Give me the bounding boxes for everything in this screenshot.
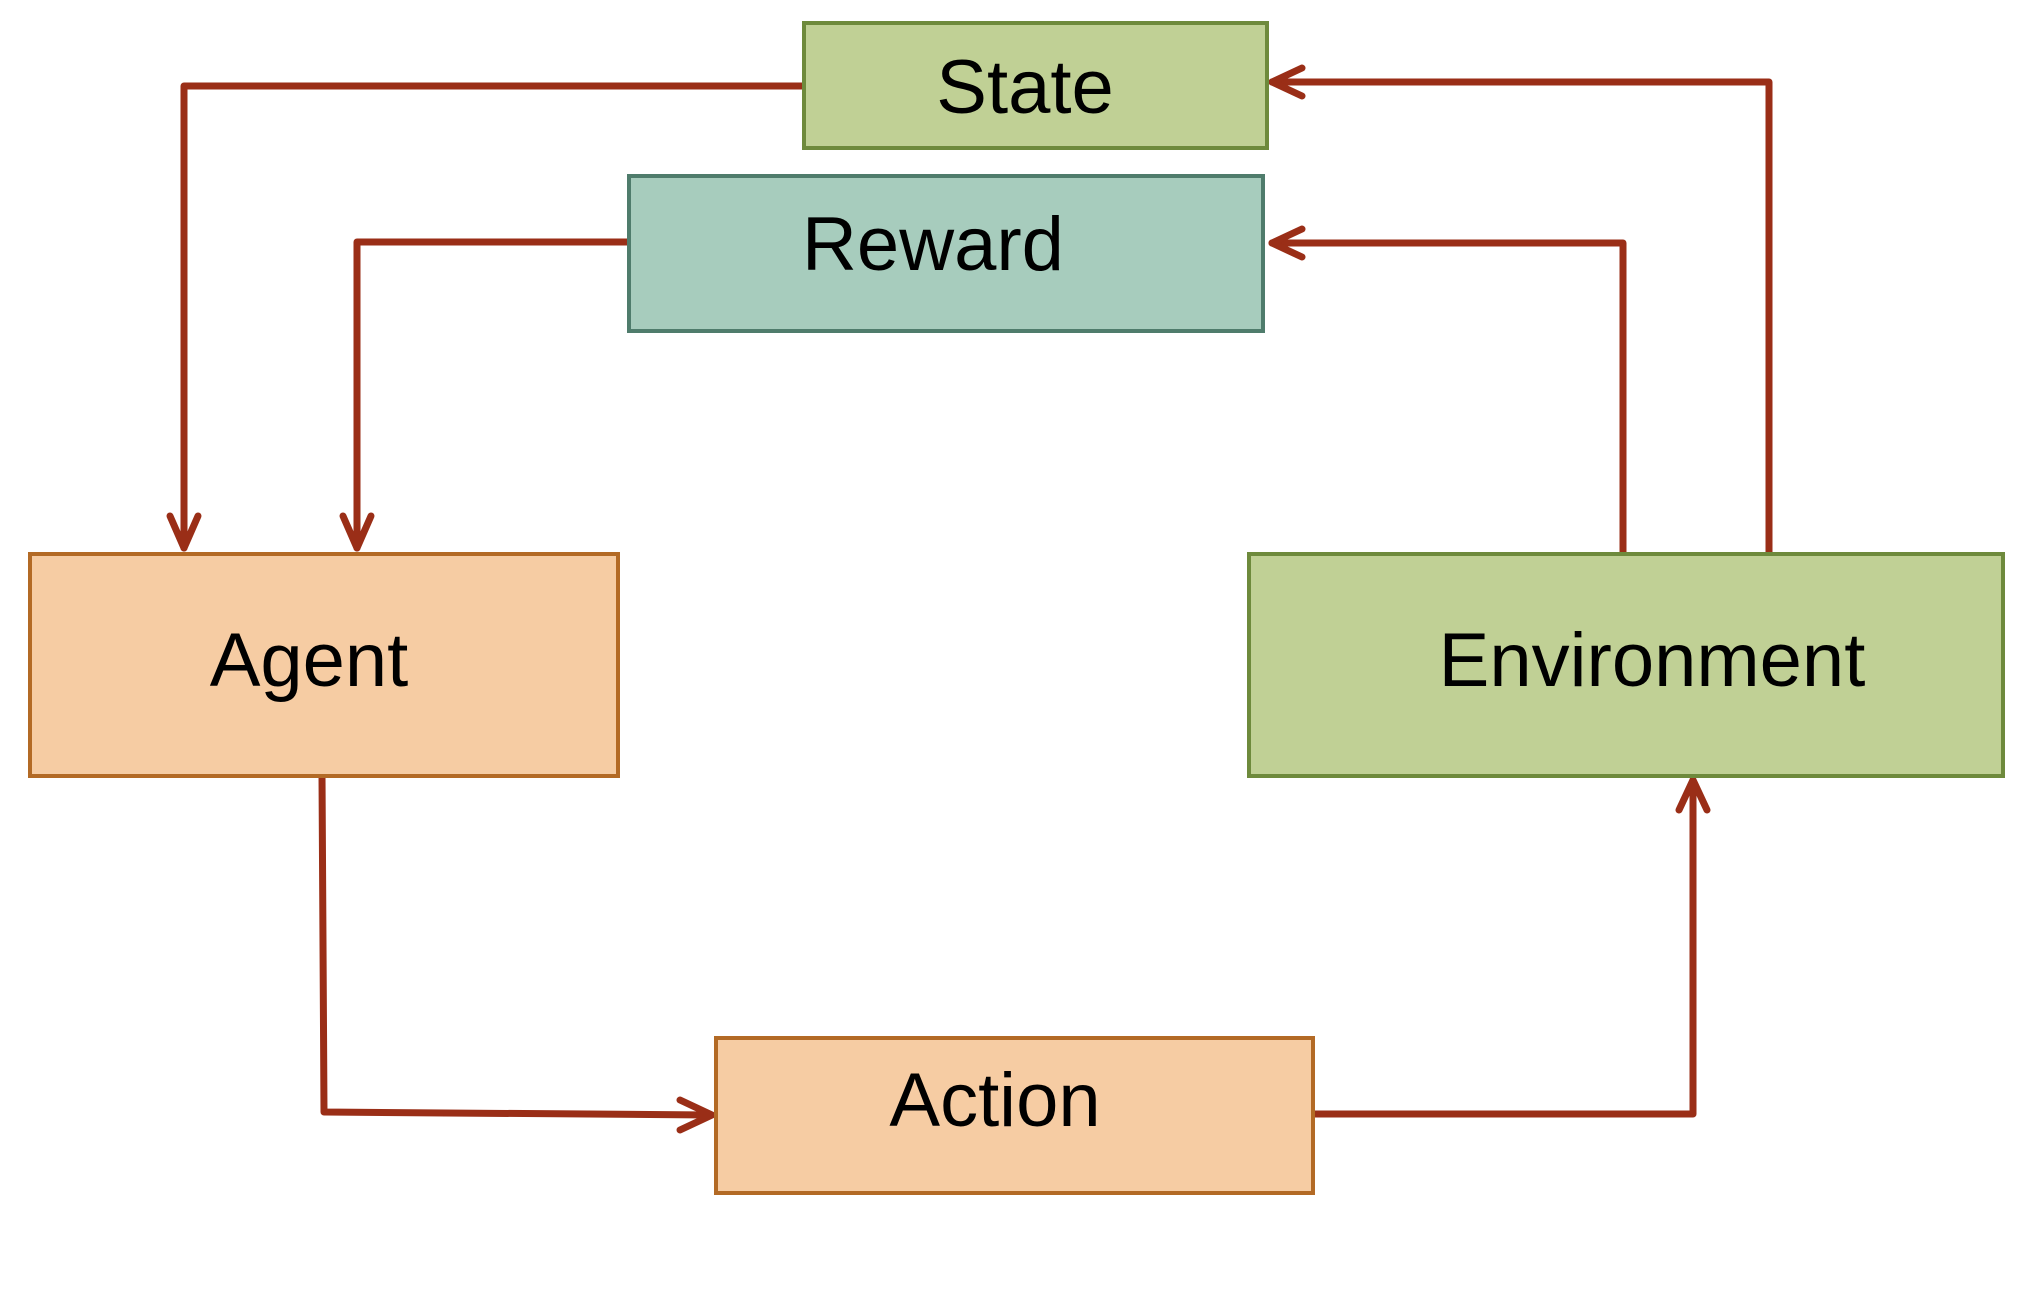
edge-reward-to-agent: [353, 238, 631, 552]
arrowhead-reward-to-agent: [339, 512, 375, 552]
action-box: [714, 1036, 1315, 1195]
agent-label: Agent: [210, 618, 409, 703]
arrowhead-state-to-agent: [166, 512, 202, 552]
state-label: State: [936, 45, 1113, 130]
arrowhead-environment-to-state: [1268, 64, 1306, 100]
agent-box: [28, 552, 620, 778]
action-label: Action: [889, 1058, 1100, 1143]
node-state: State: [802, 21, 1269, 150]
edge-environment-to-state: [1268, 78, 1773, 560]
edge-environment-to-reward: [1268, 239, 1627, 560]
edge-state-to-agent: [180, 82, 806, 552]
environment-label: Environment: [1439, 618, 1866, 703]
edge-agent-to-action: [318, 771, 714, 1119]
arrowhead-action-to-environment: [1675, 776, 1711, 814]
node-reward: Reward: [627, 174, 1265, 333]
node-action: Action: [714, 1036, 1315, 1195]
connectors: [166, 64, 1773, 1134]
state-box: [802, 21, 1269, 150]
node-agent: Agent: [28, 552, 620, 778]
edge-action-to-environment: [1307, 776, 1697, 1118]
environment-box: [1247, 552, 2005, 778]
node-environment: Environment: [1247, 552, 2005, 778]
arrowhead-environment-to-reward: [1268, 225, 1306, 261]
reward-label: Reward: [802, 202, 1064, 287]
reward-box: [627, 174, 1265, 333]
arrowhead-agent-to-action: [676, 1096, 716, 1134]
